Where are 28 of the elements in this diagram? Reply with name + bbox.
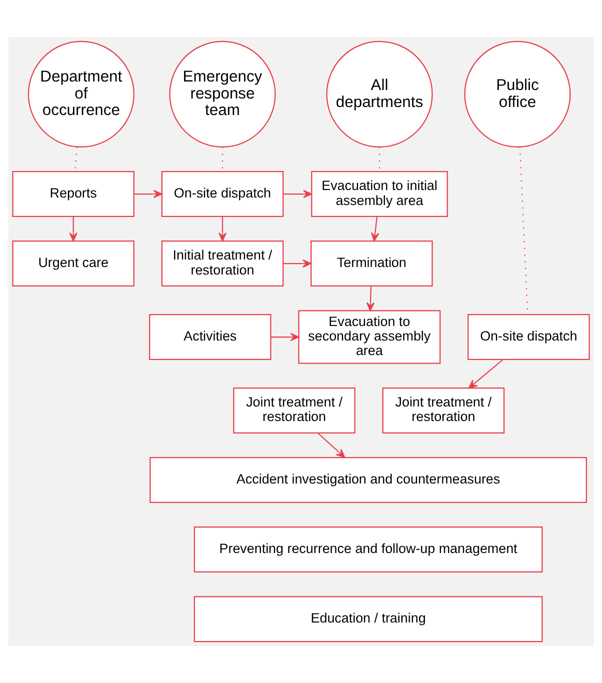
node-box: On-site dispatch [161,171,284,217]
node-box: Joint treatment / restoration [233,387,356,434]
node-box: Education / training [194,596,543,642]
arrow [366,286,375,312]
arrow [318,432,346,458]
node-box: Accident investigation and countermeasures [150,457,587,503]
arrow [69,216,78,242]
node-box: Activities [149,314,272,360]
arrow [468,359,504,389]
node-circle: Public office [464,40,571,148]
arrow [270,332,300,342]
arrow [283,190,312,198]
node-box: On-site dispatch [468,314,590,360]
node-box: Termination [310,240,433,287]
node-circle: Emergency response team [169,40,276,148]
arrow [134,190,162,198]
node-circle: All departments [326,40,433,148]
arrow [283,259,312,268]
arrow [371,216,380,242]
node-box: Joint treatment / restoration [382,387,505,434]
node-box: Initial treatment / restoration [161,240,284,287]
node-box: Evacuation to initial assembly area [311,171,448,217]
node-circle: Department of occurrence [28,40,134,148]
node-box: Reports [12,171,134,217]
arrow [218,216,227,242]
node-box: Preventing recurrence and follow-up management [194,526,543,573]
node-box: Evacuation to secondary assembly area [298,310,441,364]
node-box: Urgent care [12,240,134,287]
